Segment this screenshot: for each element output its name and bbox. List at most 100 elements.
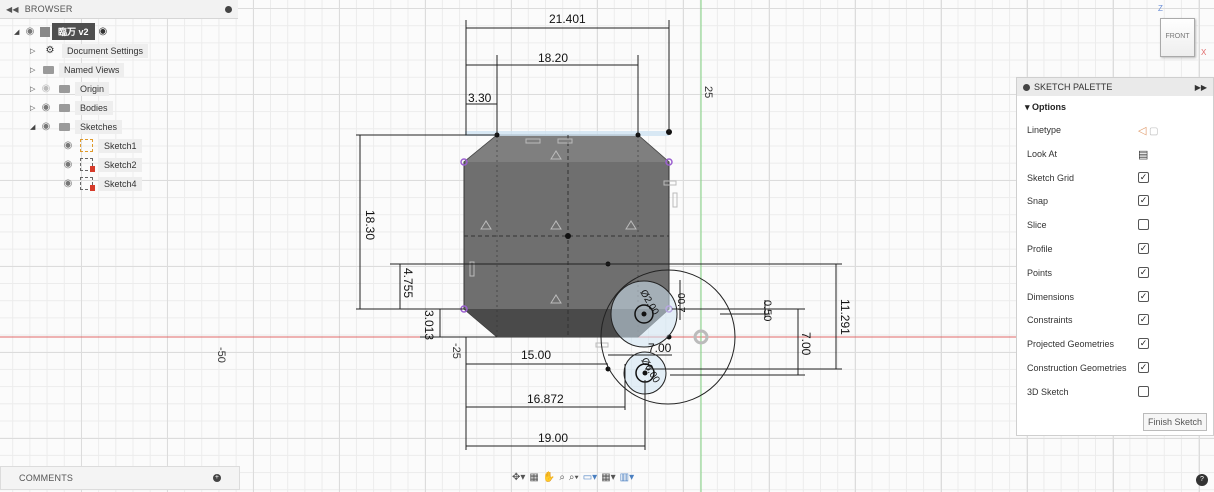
dimension-text[interactable]: 4.755 <box>401 268 415 298</box>
tree-item-sketch4[interactable]: ◉ Sketch4 <box>60 175 142 192</box>
collapse-icon[interactable]: ◀◀ <box>6 4 19 14</box>
palette-checkbox[interactable] <box>1138 219 1149 231</box>
pan-icon[interactable]: ✋ <box>542 471 556 483</box>
palette-checkbox[interactable] <box>1138 385 1149 397</box>
expand-icon[interactable]: ▷ <box>30 104 36 112</box>
browser-header[interactable]: ◀◀ BROWSER <box>0 0 238 18</box>
palette-row-3d-sketch[interactable]: 3D Sketch <box>1017 382 1213 402</box>
palette-row-projected-geometries[interactable]: Projected Geometries✓ <box>1017 334 1213 354</box>
add-comment-icon[interactable]: + <box>213 474 221 482</box>
center-point[interactable] <box>642 370 648 376</box>
folder-icon <box>43 65 54 74</box>
tree-item-origin[interactable]: ▷ ◉ Origin <box>30 80 110 97</box>
visibility-icon[interactable]: ◉ <box>63 140 73 151</box>
palette-row-construction-geometries[interactable]: Construction Geometries✓ <box>1017 358 1213 378</box>
dimension-text[interactable]: 0.50 <box>761 300 773 321</box>
dimension-text[interactable]: 11.291 <box>838 299 852 335</box>
construction-linetype-icon[interactable]: ▢ <box>1148 126 1159 137</box>
palette-row-label: Look At <box>1027 148 1058 159</box>
viewcube[interactable]: FRONT <box>1160 18 1195 57</box>
palette-checkbox[interactable]: ✓ <box>1138 195 1149 207</box>
palette-checkbox[interactable]: ✓ <box>1138 362 1149 373</box>
zoom-icon[interactable]: ⌕ <box>559 471 565 483</box>
look-at-icon[interactable]: ▤ <box>1138 148 1149 161</box>
expand-icon[interactable]: ▷ <box>30 47 36 55</box>
palette-row-points[interactable]: Points✓ <box>1017 263 1213 283</box>
tree-item-named-views[interactable]: ▷ Named Views <box>30 61 125 78</box>
dimension-text[interactable]: 7.00 <box>648 341 672 355</box>
palette-checkbox[interactable]: ✓ <box>1138 243 1149 254</box>
help-icon[interactable]: ? <box>1196 474 1208 486</box>
browser-title: BROWSER <box>24 4 73 14</box>
finish-sketch-button[interactable]: Finish Sketch <box>1142 413 1207 431</box>
palette-row-linetype[interactable]: Linetype◁ ▢ <box>1017 120 1213 140</box>
dimension-text[interactable]: 7.00 <box>799 332 813 356</box>
hole-circle[interactable] <box>634 304 654 324</box>
palette-checkbox[interactable]: ✓ <box>1138 314 1149 326</box>
fit-icon[interactable]: ⌕▾ <box>568 471 579 483</box>
grid-settings-icon[interactable]: ▦▾ <box>601 471 616 483</box>
comments-header[interactable]: COMMENTS + <box>1 467 239 489</box>
expand-icon[interactable]: ◢ <box>30 123 36 131</box>
collapse-triangle-icon[interactable]: ▾ <box>1025 102 1033 112</box>
constraint-glyphs <box>469 138 678 348</box>
tree-item-bodies[interactable]: ▷ ◉ Bodies <box>30 99 113 116</box>
palette-row-constraints[interactable]: Constraints✓ <box>1017 310 1213 330</box>
visibility-icon[interactable]: ◉ <box>63 159 73 170</box>
comments-panel[interactable]: COMMENTS + <box>0 466 240 490</box>
dimension-text[interactable]: 18.30 <box>363 210 377 240</box>
linetype-icon[interactable]: ◁ <box>1138 125 1147 137</box>
expand-icon[interactable]: ▷ <box>30 85 36 93</box>
component-label[interactable]: 臨万 v2 <box>52 23 95 40</box>
palette-row-look-at[interactable]: Look At ▤ <box>1017 144 1213 164</box>
navigation-toolbar: ✥▾ ▦ ✋ ⌕ ⌕▾ ▭▾ ▦▾ ▥▾ <box>512 469 702 485</box>
dimension-text[interactable]: 3.013 <box>422 310 436 340</box>
dimension-text[interactable]: 3.30 <box>468 91 492 105</box>
palette-checkbox-wrap: ✓ <box>1138 243 1149 254</box>
options-section[interactable]: ▾ Options <box>1017 96 1213 118</box>
palette-row-dimensions[interactable]: Dimensions✓ <box>1017 287 1213 307</box>
expand-panel-icon[interactable]: ▶▶ <box>1194 82 1207 92</box>
viewports-icon[interactable]: ▥▾ <box>619 471 635 483</box>
dimension-text[interactable]: 19.00 <box>538 431 568 445</box>
center-point[interactable] <box>565 233 571 239</box>
visibility-icon[interactable]: ◉ <box>41 121 51 132</box>
look-at-icon[interactable]: ▦ <box>529 471 539 483</box>
palette-row-profile[interactable]: Profile✓ <box>1017 239 1213 259</box>
sketch-palette-header[interactable]: SKETCH PALETTE ▶▶ <box>1017 78 1213 96</box>
orbit-icon[interactable]: ✥▾ <box>512 471 526 483</box>
activate-radio-icon[interactable]: ◉ <box>98 26 108 37</box>
palette-checkbox[interactable]: ✓ <box>1138 338 1149 350</box>
tree-root[interactable]: ◢ ◉ 臨万 v2 ◉ <box>14 23 107 40</box>
tree-item-document-settings[interactable]: ▷ ⚙ Document Settings <box>30 42 149 59</box>
center-point[interactable] <box>641 311 647 317</box>
dimension-text[interactable]: 18.20 <box>538 51 568 65</box>
tree-item-sketches[interactable]: ◢ ◉ Sketches <box>30 118 123 135</box>
palette-row-label: 3D Sketch <box>1027 386 1069 397</box>
tree-item-sketch2[interactable]: ◉ Sketch2 <box>60 156 142 173</box>
tree-item-sketch1[interactable]: ◉ Sketch1 <box>60 137 142 154</box>
hidden-eye-icon[interactable]: ◉ <box>41 83 51 94</box>
display-settings-icon[interactable]: ▭▾ <box>582 471 598 483</box>
dimension-text[interactable]: 00.7 <box>675 293 686 313</box>
palette-row-sketch-grid[interactable]: Sketch Grid✓ <box>1017 168 1213 188</box>
dimension-text[interactable]: 16.872 <box>527 392 564 406</box>
gear-icon: ⚙ <box>45 45 55 56</box>
linetype-controls[interactable]: ◁ ▢ <box>1138 124 1158 137</box>
palette-row-snap[interactable]: Snap✓ <box>1017 191 1213 211</box>
expand-icon[interactable]: ▷ <box>30 66 36 74</box>
pin-icon[interactable] <box>225 5 232 13</box>
palette-checkbox[interactable]: ✓ <box>1138 171 1149 183</box>
palette-row-slice[interactable]: Slice <box>1017 215 1213 235</box>
palette-checkbox[interactable]: ✓ <box>1138 290 1149 302</box>
expand-icon[interactable]: ◢ <box>14 28 20 36</box>
origin-point[interactable] <box>693 329 709 345</box>
palette-checkbox[interactable]: ✓ <box>1138 266 1149 278</box>
dimension-text[interactable]: 15.00 <box>521 348 551 362</box>
visibility-icon[interactable]: ◉ <box>41 102 51 113</box>
visibility-icon[interactable]: ◉ <box>25 26 35 37</box>
visibility-icon[interactable]: ◉ <box>63 178 73 189</box>
dimension-text[interactable]: 21.401 <box>549 12 586 26</box>
large-circle[interactable] <box>600 269 736 405</box>
